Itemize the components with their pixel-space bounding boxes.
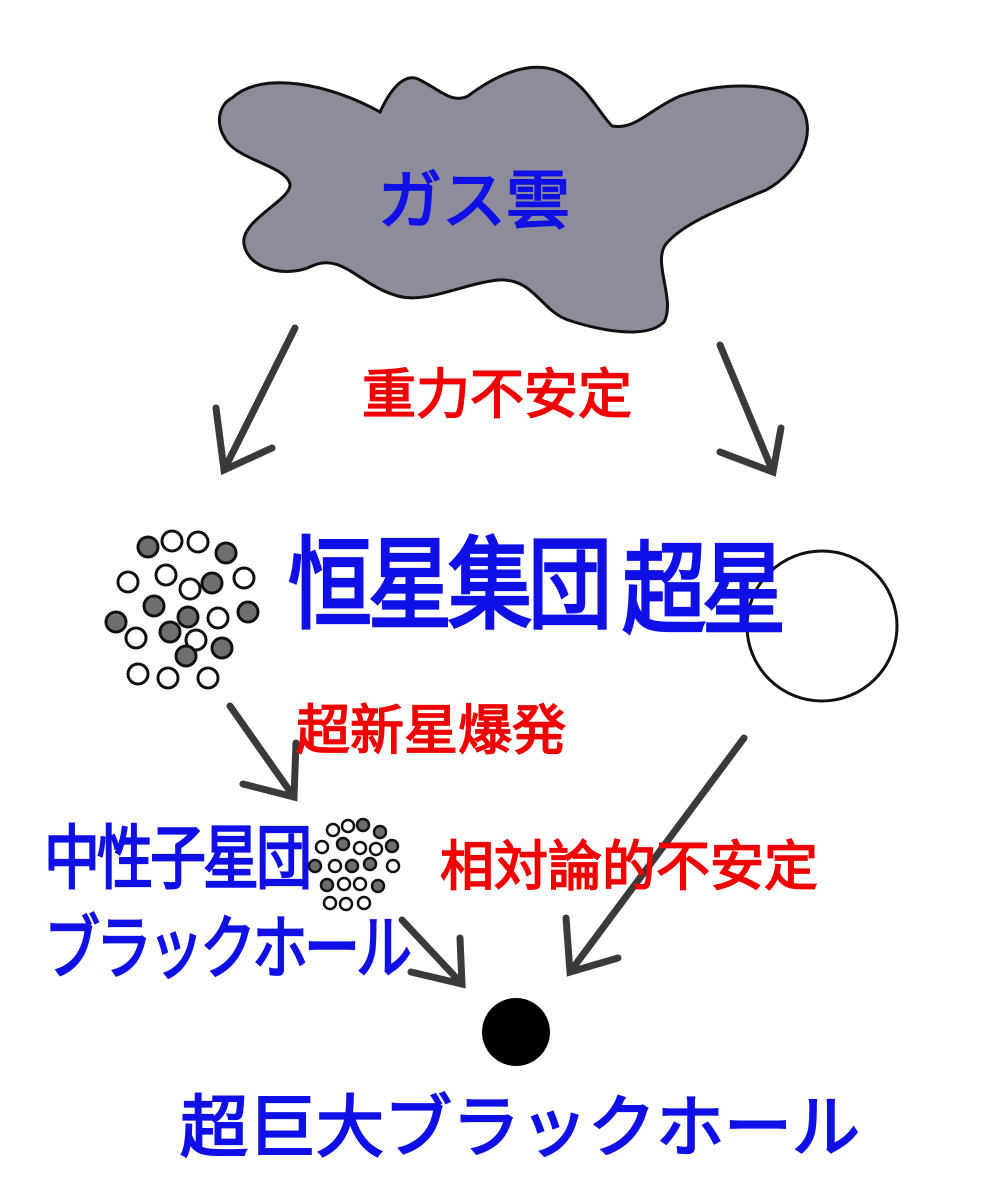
relativistic-instability-label: 相対論的不安定: [440, 835, 818, 898]
supernova-label: 超新星爆発: [296, 699, 566, 762]
gravity-instability-label: 重力不安定: [362, 363, 632, 426]
supermassive-black-hole-label: 超巨大ブラックホール: [180, 1089, 861, 1168]
neutron-star-cluster-icon: [307, 817, 401, 912]
arrow-cluster-to-neutron: [226, 702, 300, 802]
supermassive-star-icon: [745, 549, 899, 703]
black-hole-label: ブラックホール: [44, 908, 412, 990]
gas-cloud-label: ガス雲: [378, 165, 570, 239]
star-cluster-label: 恒星集団: [288, 526, 612, 645]
neutron-star-cluster-label: 中性子星団: [44, 818, 312, 900]
arrow-neutron-to-bh: [398, 916, 466, 989]
supermassive-star-label: 超星: [622, 531, 786, 650]
gas-cloud-shape: [217, 65, 809, 334]
arrow-superstar-to-bh: [562, 734, 748, 977]
black-hole-icon: [482, 998, 550, 1066]
star-cluster-icon: [104, 529, 260, 690]
arrows-group: [212, 324, 785, 989]
arrow-cloud-to-cluster: [212, 324, 299, 476]
arrow-cloud-to-superstar: [716, 341, 785, 477]
